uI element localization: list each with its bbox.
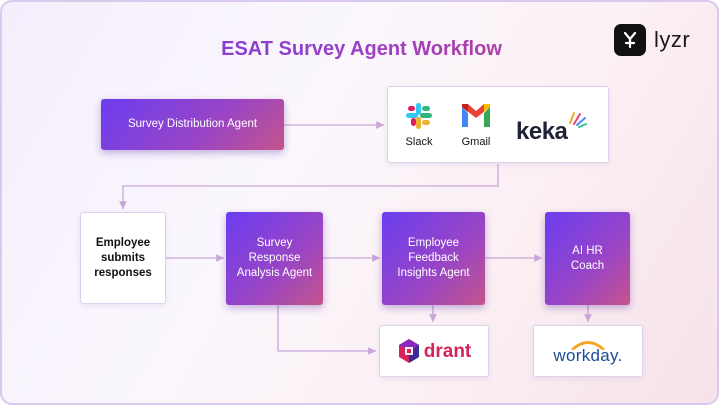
brand-logo: lyzr bbox=[614, 24, 690, 56]
arrow-tools-to-employee bbox=[119, 164, 499, 209]
gmail-icon bbox=[462, 104, 490, 127]
workday-icon bbox=[571, 340, 605, 350]
ai-hr-coach-label: AI HR Coach bbox=[570, 244, 605, 272]
keka-tool: keka bbox=[516, 109, 588, 145]
slack-label: Slack bbox=[405, 136, 433, 148]
page-title: ESAT Survey Agent Workflow bbox=[2, 38, 717, 61]
slack-icon bbox=[406, 103, 432, 129]
gmail-tool: Gmail bbox=[459, 101, 493, 150]
survey-distribution-agent-label: Survey Distribution Agent bbox=[127, 118, 258, 130]
brand-name: lyzr bbox=[654, 27, 691, 52]
qdrant-box: drant bbox=[379, 325, 489, 377]
arrow-analysis-to-qdrant bbox=[277, 305, 376, 355]
workday-logo: workday. bbox=[553, 340, 623, 365]
survey-distribution-agent-node[interactable]: Survey Distribution Agent bbox=[101, 99, 284, 150]
feedback-insights-agent-node[interactable]: Employee Feedback Insights Agent bbox=[382, 212, 485, 305]
feedback-insights-agent-label: Employee Feedback Insights Agent bbox=[397, 237, 470, 279]
ai-hr-coach-node[interactable]: AI HR Coach bbox=[545, 212, 630, 305]
employee-submits-node[interactable]: Employee submits responses bbox=[80, 212, 166, 304]
workday-wordmark: workday. bbox=[553, 345, 623, 365]
keka-icon bbox=[569, 112, 588, 128]
survey-analysis-agent-node[interactable]: Survey Response Analysis Agent bbox=[226, 212, 323, 305]
distribution-tools-box: Slack Gmail keka bbox=[387, 86, 609, 163]
keka-wordmark: keka bbox=[516, 118, 568, 145]
qdrant-wordmark: drant bbox=[423, 340, 472, 362]
slack-tool: Slack bbox=[404, 101, 434, 150]
gmail-label: Gmail bbox=[461, 136, 491, 148]
survey-analysis-agent-label: Survey Response Analysis Agent bbox=[236, 237, 313, 279]
employee-submits-label: Employee submits responses bbox=[94, 236, 152, 279]
lyzr-logo-icon bbox=[614, 24, 646, 56]
workday-box: workday. bbox=[533, 325, 643, 377]
qdrant-icon bbox=[398, 339, 419, 363]
